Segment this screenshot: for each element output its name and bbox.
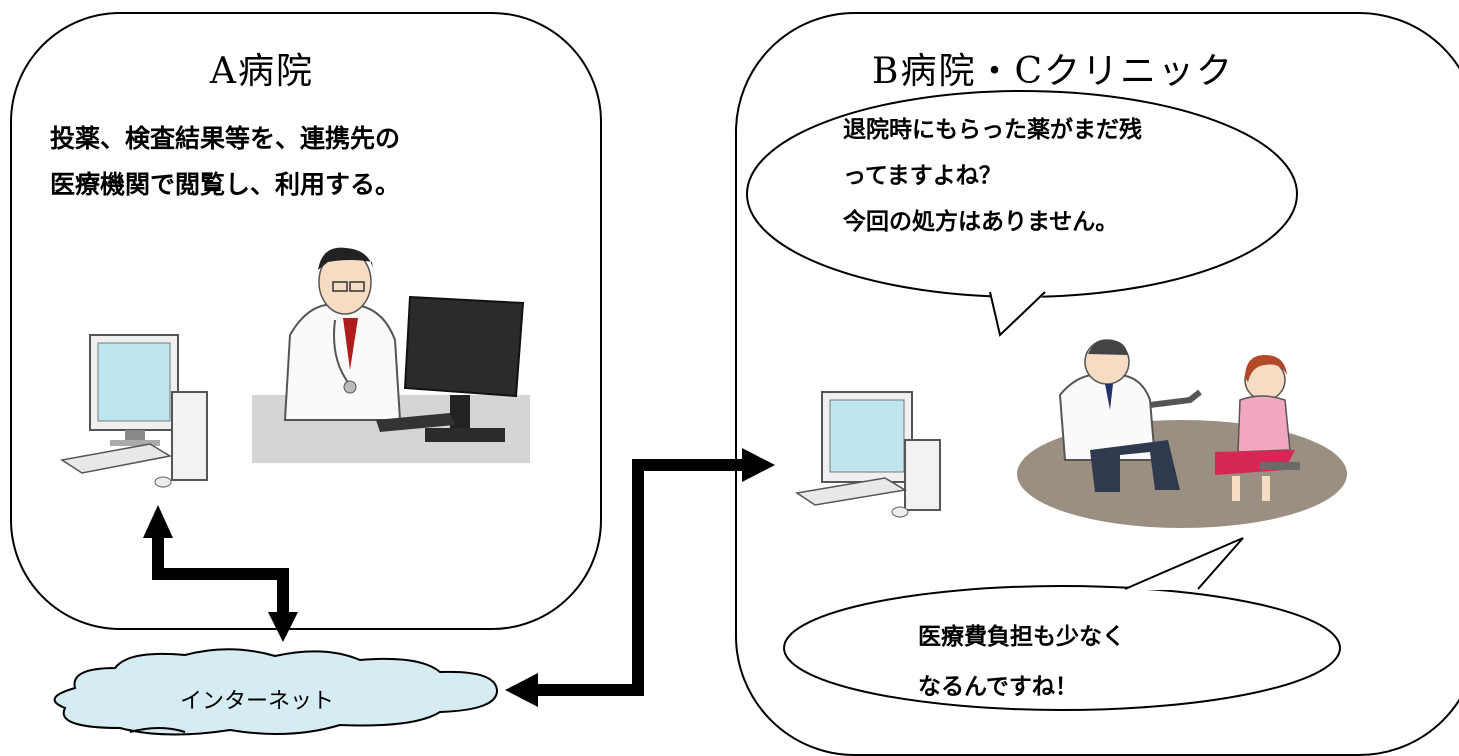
hospital-a-description: 投薬、検査結果等を、連携先の 医療機関で閲覧し、利用する。 <box>50 116 400 208</box>
doctor-speech-text: 退院時にもらった薬がまだ残 ってますよね？ 今回の処方はありません。 <box>843 107 1142 245</box>
internet-label: インターネット <box>180 689 335 714</box>
doctor-speech-bubble <box>746 90 1298 337</box>
speech-line: 今回の処方はありません。 <box>843 209 1119 235</box>
speech-line: 退院時にもらった薬がまだ残 <box>843 117 1142 143</box>
doctor-at-monitor-illustration <box>252 247 530 463</box>
hospital-b-title: B病院・Cクリニック <box>872 51 1235 92</box>
overlay-canvas <box>53 90 1347 736</box>
speech-line: なるんですね！ <box>918 674 1078 700</box>
speech-line: 医療費負担も少なく <box>918 624 1125 650</box>
consultation-illustration <box>1017 339 1347 528</box>
patient-speech-bubble <box>783 537 1341 711</box>
patient-speech-text: 医療費負担も少なく なるんですね！ <box>918 612 1125 712</box>
arrow-icon <box>152 459 745 696</box>
computer-icon <box>60 334 208 488</box>
computer-icon <box>795 391 941 518</box>
description-line: 投薬、検査結果等を、連携先の <box>50 124 401 153</box>
hospital-a-title: A病院 <box>210 51 314 92</box>
description-line: 医療機関で閲覧し、利用する。 <box>50 170 401 199</box>
arrow-icon <box>143 448 775 707</box>
cloud-icon <box>53 648 499 736</box>
speech-line: ってますよね？ <box>843 163 1002 189</box>
